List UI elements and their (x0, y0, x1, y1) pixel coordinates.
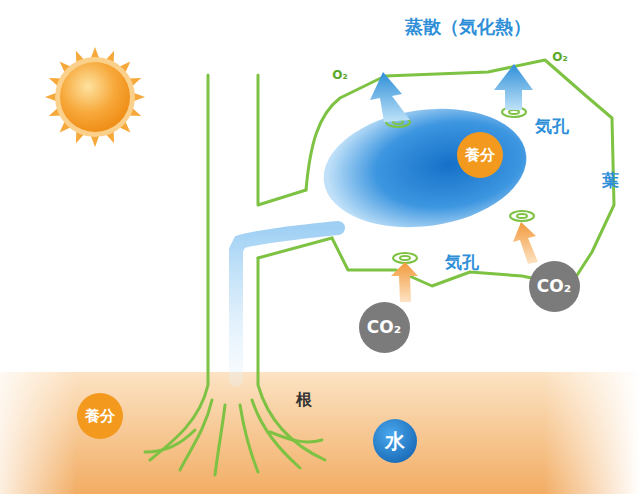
node-text: 養分 (465, 148, 495, 163)
node-text: 養分 (85, 409, 115, 424)
leaf-label: 葉 (602, 171, 619, 190)
co2-circle: CO₂ (529, 261, 580, 312)
stomata-label: 気孔 (535, 117, 569, 136)
root-label: 根 (296, 391, 312, 409)
co2-circle: CO₂ (359, 302, 410, 353)
node-text: CO₂ (367, 319, 401, 336)
nutrient-circle: 養分 (77, 393, 123, 439)
node-text: CO₂ (537, 278, 571, 295)
oxygen-label: O₂ (332, 69, 347, 82)
stomata-label: 気孔 (445, 253, 479, 272)
transpiration-label: 蒸散（気化熱） (405, 17, 531, 37)
water-circle: 水 (373, 419, 417, 463)
oxygen-label: O₂ (552, 51, 567, 64)
node-text: 水 (385, 431, 405, 451)
nutrient-circle: 養分 (457, 132, 503, 178)
